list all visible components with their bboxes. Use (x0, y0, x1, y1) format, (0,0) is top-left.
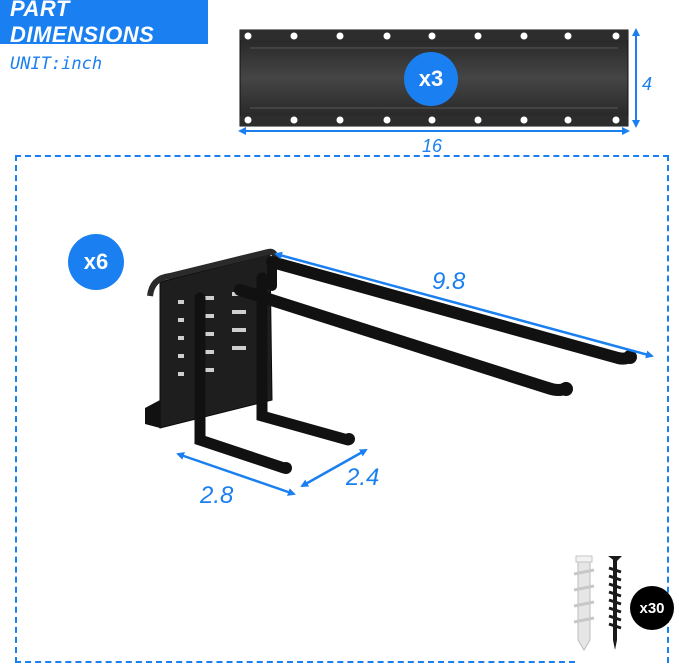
plate-quantity-badge: x3 (404, 52, 458, 106)
hook-depth-line (176, 452, 296, 496)
hardware-quantity-badge: x30 (630, 586, 674, 630)
wall-plate (239, 29, 629, 127)
hook-frame (15, 155, 669, 663)
hook-quantity-badge: x6 (68, 234, 124, 290)
plate-height-label: 4 (642, 74, 653, 94)
wall-anchor-icon (573, 555, 595, 651)
hook-length-label: 9.8 (432, 268, 466, 295)
plate-width-label: 16 (422, 136, 443, 156)
screw-icon (608, 556, 622, 650)
hook-length-line (274, 251, 654, 359)
page-title: PART DIMENSIONS (0, 0, 208, 47)
hook-frame-bottom (15, 661, 575, 663)
hook-spacing-label: 2.4 (346, 464, 380, 491)
unit-label: UNIT:inch (10, 54, 103, 74)
hook-depth-label: 2.8 (200, 482, 234, 509)
hook-spacing-line (300, 448, 368, 488)
